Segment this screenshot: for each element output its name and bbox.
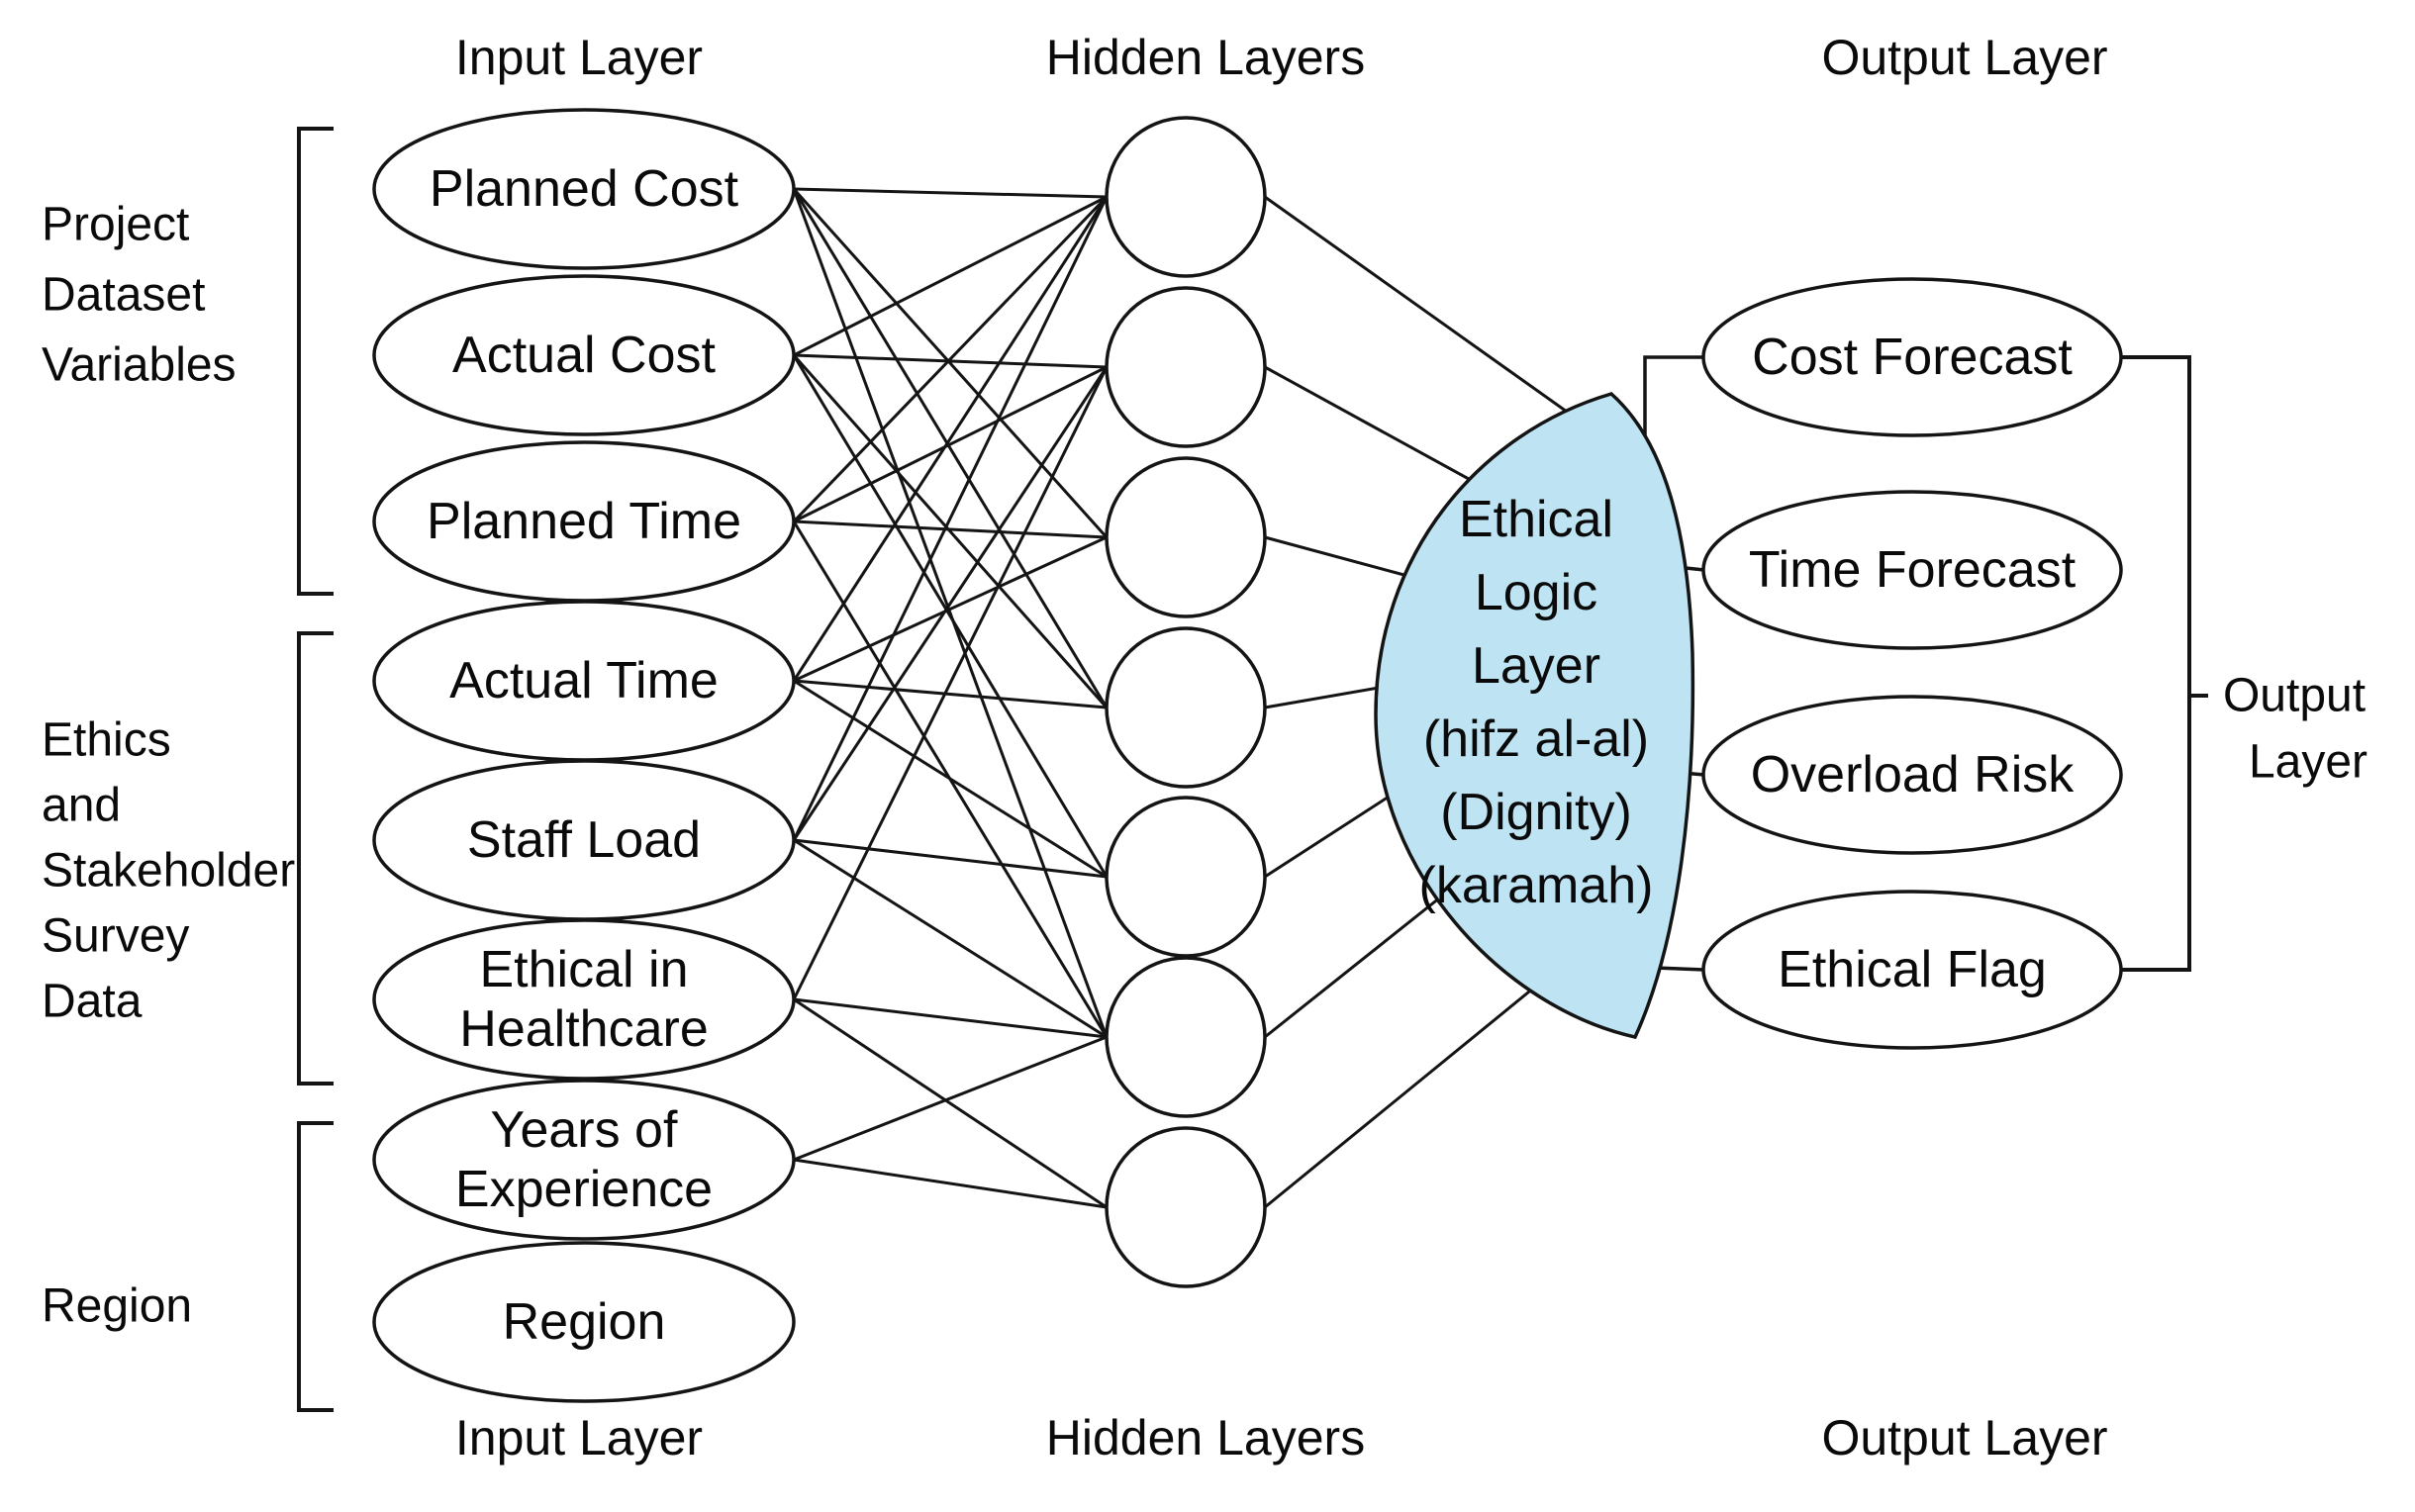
- edge-input-to-hidden: [793, 195, 1108, 357]
- input-node-label: Actual Cost: [452, 327, 716, 384]
- input-node-label: Planned Time: [427, 493, 741, 550]
- ethical-layer-label: Layer: [1472, 637, 1600, 695]
- input-node-label: Actual Time: [449, 652, 719, 709]
- ethical-layer-label: Logic: [1475, 564, 1597, 621]
- input-group-label: Project: [42, 199, 189, 251]
- input-node-label: Staff Load: [467, 811, 701, 869]
- input-group-label: Stakeholder: [42, 845, 295, 898]
- input-node-label: Planned Cost: [430, 160, 739, 218]
- edge-input-to-hidden: [792, 196, 1109, 841]
- input-node: [372, 108, 796, 270]
- edge-input-to-hidden: [793, 1158, 1108, 1209]
- layer-title-top: Input Layer: [455, 30, 703, 85]
- edge-input-to-hidden: [793, 679, 1108, 879]
- ethical-layer-label: (Dignity): [1440, 784, 1632, 841]
- edge-hidden-to-ethical: [1264, 365, 1509, 503]
- edge-input-to-hidden: [793, 187, 1108, 199]
- input-node-label: Experience: [455, 1161, 713, 1218]
- input-node: [372, 1241, 796, 1403]
- edge-input-to-hidden: [792, 195, 1109, 523]
- output-node: [1701, 695, 2123, 855]
- edge-input-to-hidden: [792, 354, 1109, 878]
- hidden-node-circle: [1105, 956, 1267, 1118]
- input-group-label: and: [42, 780, 121, 832]
- ethical-logic-lens: [1374, 392, 1695, 1040]
- edge-hidden-to-ethical: [1264, 986, 1535, 1209]
- ethical-layer-label: (hifz al-al): [1423, 710, 1649, 768]
- hidden-node-circle: [1105, 796, 1267, 958]
- ethical-layer-group: [1374, 392, 1695, 1040]
- hidden-node-circle: [1105, 116, 1267, 278]
- edge-input-to-hidden: [792, 188, 1109, 1038]
- edge-hidden-to-ethical: [1264, 788, 1401, 879]
- edge-input-to-hidden: [792, 188, 1109, 709]
- hidden-node-circle: [1105, 456, 1267, 618]
- edge-hidden-to-ethical: [1264, 892, 1446, 1039]
- input-group-label: Ethics: [42, 714, 171, 767]
- edge-input-to-hidden: [793, 838, 1108, 1039]
- nodes-layer: [372, 108, 1267, 1403]
- output-node-label: Cost Forecast: [1752, 329, 2073, 386]
- edge-ethical-to-output: [1643, 355, 1703, 455]
- output-layer-side-label: Output: [2223, 670, 2366, 722]
- input-group-label: Data: [42, 976, 143, 1028]
- input-group-bracket: [297, 127, 334, 596]
- layer-title-top: Output Layer: [1821, 30, 2107, 85]
- edge-input-to-hidden: [793, 365, 1108, 523]
- hidden-node-circle: [1105, 626, 1267, 789]
- input-node: [372, 274, 796, 436]
- edge-input-to-hidden: [793, 838, 1108, 879]
- brackets-layer: [297, 127, 2208, 1412]
- input-group-label: Dataset: [42, 269, 205, 322]
- input-group-label: Variables: [42, 339, 237, 392]
- edge-input-to-hidden: [793, 1035, 1108, 1162]
- ethical-layer-label: (karamah): [1419, 857, 1654, 914]
- edge-hidden-to-ethical: [1264, 683, 1397, 709]
- edge-input-to-hidden: [793, 679, 1108, 709]
- hidden-node-circle: [1105, 1126, 1267, 1288]
- input-group-label: Region: [42, 1280, 192, 1333]
- input-node: [372, 1079, 796, 1241]
- layer-title-top: Hidden Layers: [1046, 30, 1365, 85]
- edge-input-to-hidden: [792, 187, 1109, 539]
- output-node-label: Time Forecast: [1749, 541, 2077, 599]
- edge-input-to-hidden: [792, 354, 1109, 709]
- input-node-label: Region: [503, 1293, 666, 1351]
- layer-title-bottom: Hidden Layers: [1046, 1410, 1365, 1465]
- input-node-label: Ethical in: [480, 941, 689, 998]
- edge-input-to-hidden: [793, 997, 1108, 1209]
- input-node-label: Years of: [491, 1101, 678, 1159]
- output-node-label: Ethical Flag: [1778, 941, 2047, 998]
- output-node-label: Overload Risk: [1751, 746, 2076, 803]
- edge-input-to-hidden: [792, 196, 1109, 682]
- hidden-node-circle: [1105, 286, 1267, 448]
- layer-title-bottom: Output Layer: [1821, 1410, 2107, 1465]
- output-layer-bracket: [2121, 355, 2208, 972]
- edge-input-to-hidden: [792, 366, 1109, 1000]
- edge-input-to-hidden: [793, 535, 1108, 683]
- edge-hidden-to-ethical: [1264, 195, 1612, 445]
- output-nodes-layer: [1701, 277, 2123, 1050]
- input-group-bracket: [297, 631, 334, 1086]
- edge-ethical-to-output: [1654, 966, 1705, 972]
- edge-input-to-hidden: [793, 997, 1108, 1039]
- input-node-label: Healthcare: [459, 1000, 708, 1058]
- ethical-layer-label: Ethical: [1459, 491, 1613, 548]
- input-group-bracket: [297, 1121, 334, 1412]
- layer-title-bottom: Input Layer: [455, 1410, 703, 1465]
- output-node: [1701, 490, 2123, 650]
- edge-input-to-hidden: [792, 366, 1109, 841]
- edges-layer: [792, 187, 1705, 1209]
- input-group-label: Survey: [42, 910, 189, 963]
- output-layer-side-label: Layer: [2249, 736, 2367, 789]
- input-node: [372, 918, 796, 1081]
- edge-input-to-hidden: [793, 520, 1108, 539]
